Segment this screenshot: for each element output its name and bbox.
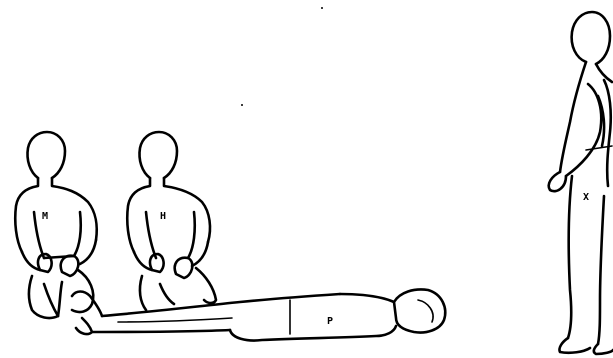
lying-figure-p: [72, 290, 445, 341]
label-x: X: [583, 192, 589, 203]
label-p: P: [327, 316, 333, 327]
kneeling-figure-m: [15, 132, 96, 318]
kneeling-figure-h: [127, 132, 216, 310]
label-m: M: [42, 211, 48, 222]
specks: [241, 7, 323, 106]
standing-figure-x: [549, 12, 613, 354]
label-h: H: [160, 211, 166, 222]
